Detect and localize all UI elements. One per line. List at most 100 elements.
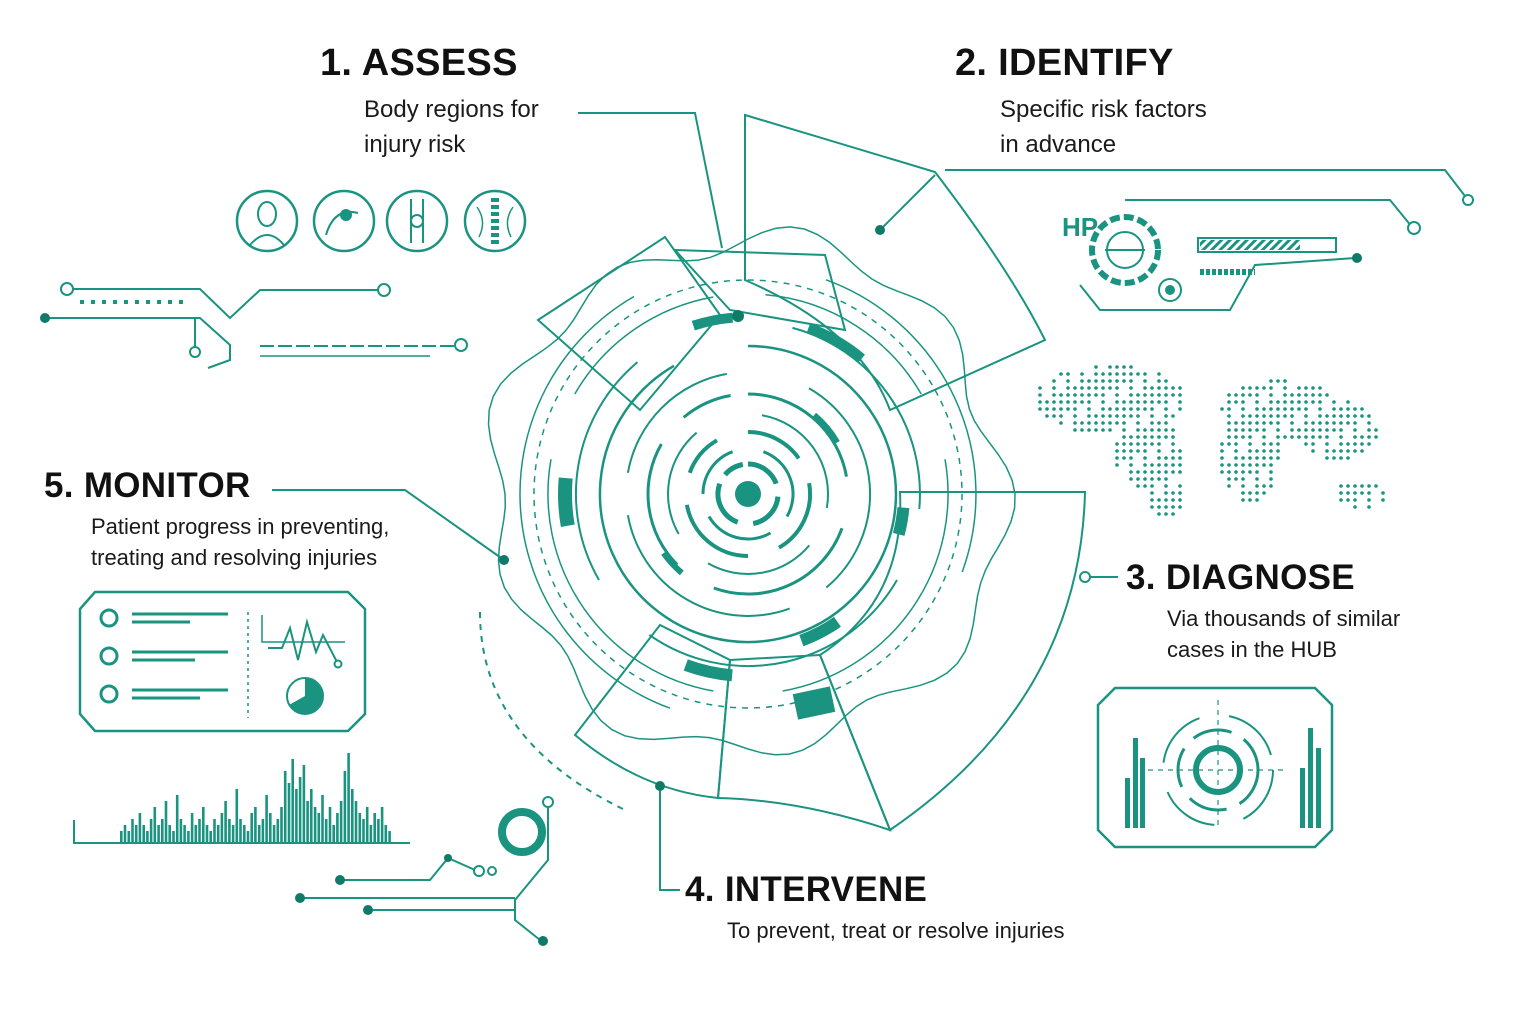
map-dot bbox=[1115, 421, 1119, 425]
step-assess-desc: Body regions for injury risk bbox=[364, 92, 539, 162]
map-dot bbox=[1108, 386, 1112, 390]
circuit-node bbox=[473, 865, 485, 877]
map-dot bbox=[1164, 456, 1168, 460]
hub-ring-arc bbox=[792, 326, 921, 510]
map-dot bbox=[1276, 449, 1280, 453]
histogram-bar bbox=[283, 771, 287, 843]
shoulder-joint-icon bbox=[312, 189, 376, 253]
hub-ring-arc bbox=[574, 296, 714, 395]
leader-node bbox=[875, 225, 885, 235]
map-dot bbox=[1367, 505, 1371, 509]
shoulder-joint-icon-ring bbox=[312, 189, 376, 253]
map-dot bbox=[1101, 386, 1105, 390]
hub-ring-arc bbox=[715, 482, 739, 525]
histogram-bar bbox=[377, 819, 380, 843]
histogram-bar bbox=[287, 783, 291, 843]
map-dot bbox=[1283, 386, 1287, 390]
map-dot bbox=[1255, 421, 1259, 425]
hub-ring-arc bbox=[747, 392, 848, 477]
map-dot bbox=[1227, 484, 1231, 488]
map-dot bbox=[1122, 421, 1126, 425]
map-dot bbox=[1332, 428, 1336, 432]
map-dot bbox=[1353, 442, 1357, 446]
map-dot bbox=[1360, 442, 1364, 446]
leader-identify bbox=[945, 169, 1469, 201]
map-dot bbox=[1129, 470, 1133, 474]
histogram-bar bbox=[142, 825, 145, 843]
map-dot bbox=[1360, 435, 1364, 439]
map-dot bbox=[1241, 428, 1245, 432]
hub-accent-block bbox=[812, 412, 840, 444]
map-dot bbox=[1255, 428, 1259, 432]
histogram-bar bbox=[328, 807, 332, 843]
risk-factor-panel: HP bbox=[1062, 199, 1421, 311]
map-dot bbox=[1346, 407, 1350, 411]
map-dot bbox=[1325, 449, 1329, 453]
segment-diagnose-outline bbox=[818, 491, 1087, 832]
map-dot bbox=[1178, 407, 1182, 411]
map-dot bbox=[1269, 407, 1273, 411]
map-dot bbox=[1269, 400, 1273, 404]
map-dot bbox=[1157, 442, 1161, 446]
map-dot bbox=[1353, 435, 1357, 439]
hub-ring-arc bbox=[752, 496, 781, 526]
diagnose-bar bbox=[1300, 768, 1305, 828]
map-dot bbox=[1157, 463, 1161, 467]
map-dot bbox=[1290, 414, 1294, 418]
histogram-bar bbox=[261, 819, 265, 843]
map-dot bbox=[1227, 442, 1231, 446]
circuit-node bbox=[363, 905, 373, 915]
map-dot bbox=[1367, 484, 1371, 488]
circuit-trace bbox=[67, 288, 384, 320]
map-dot bbox=[1360, 449, 1364, 453]
hub-ring-arc bbox=[667, 431, 698, 535]
step-assess-title: 1. ASSESS bbox=[320, 42, 518, 84]
hub-ring-arc bbox=[713, 527, 844, 596]
map-dot bbox=[1353, 428, 1357, 432]
map-dot bbox=[1171, 428, 1175, 432]
histogram-bar bbox=[332, 825, 335, 843]
histogram-bar bbox=[254, 807, 257, 843]
map-dot bbox=[1073, 414, 1077, 418]
map-dot bbox=[1122, 407, 1126, 411]
map-dot bbox=[1122, 449, 1126, 453]
histogram-bar bbox=[306, 801, 309, 843]
map-dot bbox=[1262, 421, 1266, 425]
map-dot bbox=[1311, 428, 1315, 432]
map-dot bbox=[1094, 379, 1098, 383]
map-dot bbox=[1227, 400, 1231, 404]
histogram-bar bbox=[161, 819, 164, 843]
map-dot bbox=[1178, 505, 1182, 509]
map-dot bbox=[1073, 407, 1077, 411]
map-dot bbox=[1311, 435, 1315, 439]
map-dot bbox=[1269, 393, 1273, 397]
map-dot bbox=[1248, 456, 1252, 460]
map-dot bbox=[1087, 393, 1091, 397]
spine-icon-vertebra bbox=[491, 198, 499, 202]
histogram-bar bbox=[231, 825, 235, 843]
map-dot bbox=[1150, 491, 1154, 495]
map-dot bbox=[1255, 449, 1259, 453]
leader-assess bbox=[578, 112, 723, 249]
histogram-bar bbox=[388, 831, 391, 843]
map-dot bbox=[1143, 470, 1147, 474]
map-dot bbox=[1227, 463, 1231, 467]
histogram-bar bbox=[380, 807, 384, 843]
map-dot bbox=[1269, 484, 1273, 488]
map-dot bbox=[1255, 407, 1259, 411]
map-dot bbox=[1234, 428, 1238, 432]
diagnose-bar bbox=[1133, 738, 1138, 828]
map-dot bbox=[1059, 400, 1063, 404]
map-dot bbox=[1059, 393, 1063, 397]
map-dot bbox=[1108, 407, 1112, 411]
map-dot bbox=[1241, 456, 1245, 460]
map-dot bbox=[1353, 491, 1357, 495]
map-dot bbox=[1290, 393, 1294, 397]
map-dot bbox=[1248, 428, 1252, 432]
map-dot bbox=[1374, 435, 1378, 439]
monitor-list-bullet bbox=[99, 684, 119, 704]
map-dot bbox=[1248, 463, 1252, 467]
map-dot bbox=[1143, 386, 1147, 390]
map-dot bbox=[1136, 470, 1140, 474]
map-dot bbox=[1346, 491, 1350, 495]
